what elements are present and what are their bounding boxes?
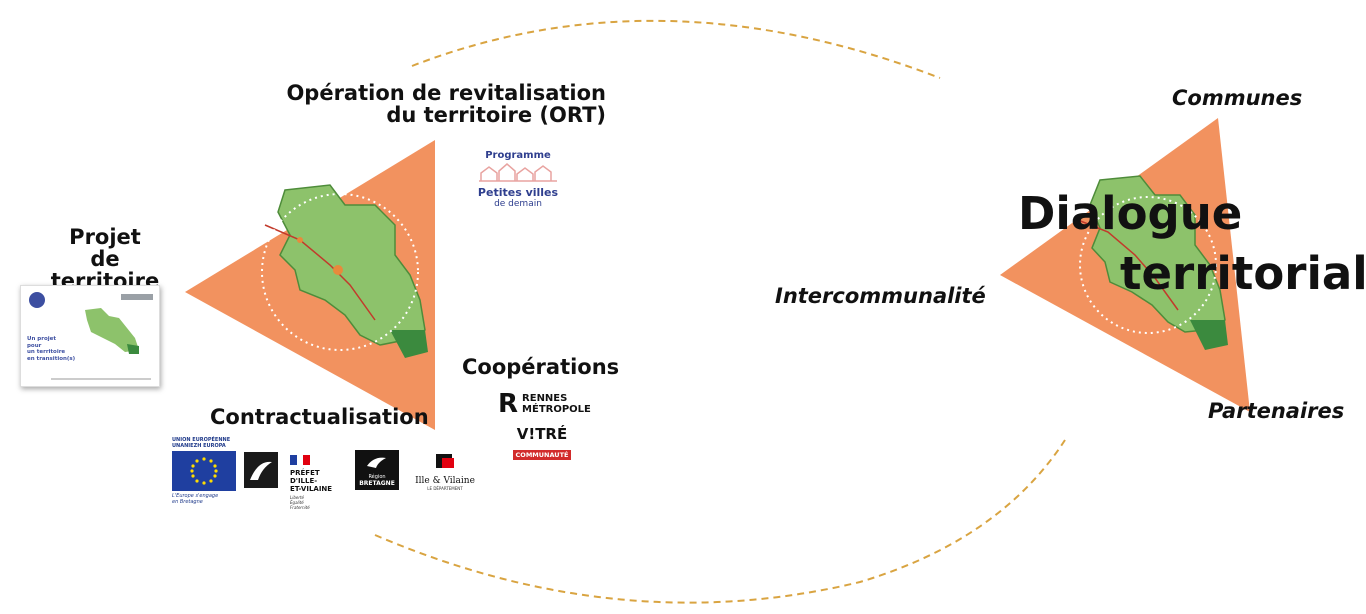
houses-icon xyxy=(479,163,557,182)
eu-logo-top2: UNANIEZH EUROPA xyxy=(172,443,226,449)
eu-logo-bottom1: L'Europe s'engage xyxy=(172,493,219,499)
rennes-logo-line1: RENNES xyxy=(522,393,568,404)
partenaires-label: Partenaires xyxy=(1208,399,1345,423)
cover-map-icon xyxy=(85,308,139,354)
ille-vilaine-icon xyxy=(436,454,454,468)
vitre-logo-line1: V!TRÉ xyxy=(516,425,568,443)
eu-logo-bottom2: en Bretagne xyxy=(172,499,203,505)
intercommunalite-label: Intercommunalité xyxy=(775,284,986,308)
cooperations-title: Coopérations xyxy=(462,355,620,379)
pvd-logo-line2: Petites villes xyxy=(477,186,559,199)
ort-title-line2: du territoire (ORT) xyxy=(386,103,606,128)
hermine-icon xyxy=(367,457,386,468)
cover-title-line3: un territoire xyxy=(27,349,66,355)
prefet-logo-line3: ET-VILAINE xyxy=(290,485,333,493)
rennes-logo-line2: MÉTROPOLE xyxy=(522,404,591,415)
seal-icon xyxy=(29,292,45,308)
ort-title: Opération de revitalisation du territoir… xyxy=(230,82,606,126)
eu-logo: UNION EUROPÉENNE UNANIEZH EUROPA L'Europ… xyxy=(172,437,240,505)
projet-title: Projet de territoire xyxy=(40,226,170,292)
rennes-metropole-logo: R RENNES MÉTROPOLE xyxy=(498,389,591,419)
leader-logo-icon xyxy=(244,452,278,488)
contract-title: Contractualisation xyxy=(210,405,429,429)
cover-title: Un projet pour un territoire en transiti… xyxy=(27,336,75,362)
prefet-motto3: Fraternité xyxy=(290,505,310,510)
bretagne-logo: Région BRETAGNE xyxy=(355,450,399,490)
dashed-loop-bottom xyxy=(374,439,1066,604)
eu-flag-icon xyxy=(172,451,236,491)
projet-title-line1: Projet xyxy=(69,225,141,249)
left-map-icon xyxy=(261,184,428,358)
dialogue-title-line2: territorial xyxy=(1120,247,1366,300)
cover-footer-line xyxy=(51,378,151,380)
ille-vilaine-logo-line2: LE DÉPARTEMENT xyxy=(427,486,463,491)
vitre-communaute-logo: V!TRÉ COMMUNAUTÉ xyxy=(512,426,572,461)
marianne-icon xyxy=(290,455,310,465)
cover-title-line4: en transition(s) xyxy=(27,355,76,362)
ille-vilaine-logo: Ille & Vilaine LE DÉPARTEMENT xyxy=(410,452,480,491)
rennes-r-icon: R xyxy=(498,389,519,419)
communes-label: Communes xyxy=(1172,86,1303,110)
prefet-logo-line1: PRÉFET xyxy=(290,469,320,477)
cover-title-line1: Un projet xyxy=(27,336,56,342)
right-map-icon xyxy=(1077,175,1228,350)
eu-logo-top1: UNION EUROPÉENNE xyxy=(172,437,231,443)
pvd-logo-line1: Programme xyxy=(485,150,551,161)
cover-title-line2: pour xyxy=(27,342,42,349)
bretagne-logo-line1: Région xyxy=(368,474,386,480)
pvd-logo: Programme Petites villes de demain xyxy=(470,150,566,222)
prefet-logo-line2: D'ILLE- xyxy=(290,477,318,485)
partner-mark-icon xyxy=(121,294,153,300)
prefet-motto2: Égalité xyxy=(290,500,304,505)
project-report-cover: Un projet pour un territoire en transiti… xyxy=(20,285,160,387)
dialogue-title-line1: Dialogue xyxy=(1018,187,1243,240)
bretagne-logo-line2: BRETAGNE xyxy=(359,480,395,487)
dashed-loop-top xyxy=(411,19,941,79)
pvd-logo-line3: de demain xyxy=(494,199,542,209)
prefet-motto1: Liberté xyxy=(290,495,305,500)
vitre-logo-line2: COMMUNAUTÉ xyxy=(512,450,572,460)
ille-vilaine-logo-line1: Ille & Vilaine xyxy=(415,476,475,486)
ort-title-line1: Opération de revitalisation xyxy=(286,81,606,105)
prefet-logo: PRÉFET D'ILLE- ET-VILAINE Liberté Égalit… xyxy=(290,450,346,510)
